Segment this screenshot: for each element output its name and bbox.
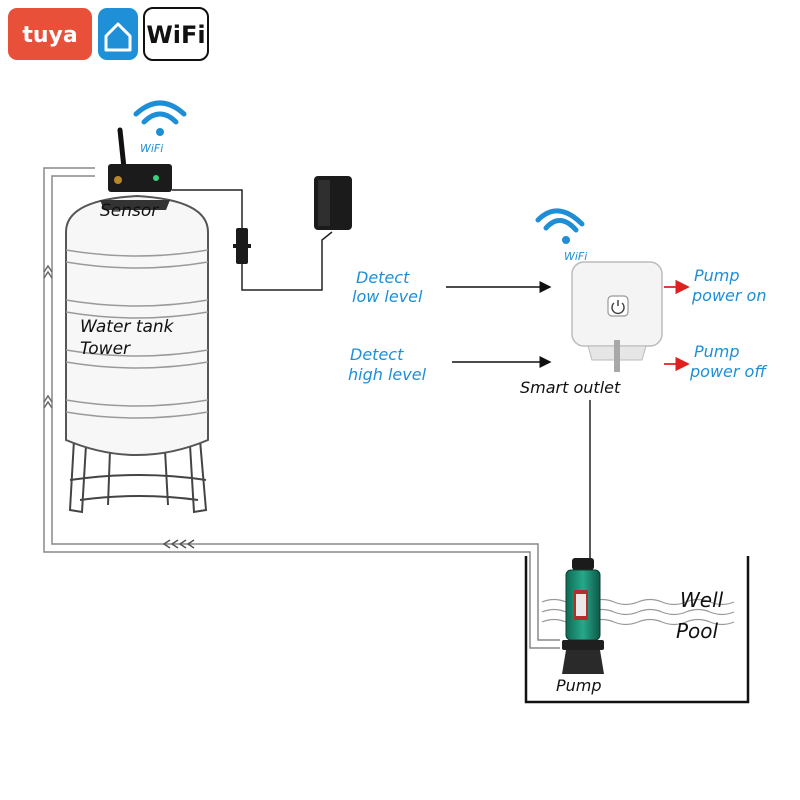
outlet-wifi-caption: WiFi: [564, 250, 587, 263]
detect-high-line1: Detect: [350, 345, 404, 364]
power-off-line1: Pump: [694, 342, 740, 361]
tuya-logo: tuya: [8, 8, 92, 60]
logo-bar: tuya WiFi: [8, 7, 209, 61]
water-tank: Water tank Tower: [65, 194, 209, 514]
water-pipe: [43, 167, 560, 649]
sensor-cable: [172, 189, 333, 291]
tank-label-line1: Water tank: [80, 317, 175, 337]
input-low-level: Detect low level: [352, 268, 552, 306]
wifi-badge-logo: WiFi: [143, 7, 209, 61]
tuya-logo-text: tuya: [22, 23, 77, 48]
detect-low-line2: low level: [352, 287, 423, 306]
sensor-label: Sensor: [100, 201, 159, 221]
power-on-line2: power on: [691, 286, 766, 305]
cable-connector: [233, 228, 251, 264]
smart-life-logo: [98, 8, 138, 60]
input-high-level: Detect high level: [348, 345, 552, 384]
power-icon: [607, 295, 629, 317]
well-label-line1: Well: [680, 588, 724, 612]
tank-label-line2: Tower: [80, 339, 131, 359]
sensor-device: Sensor: [100, 127, 172, 221]
output-power-on: Pump power on: [664, 266, 766, 305]
submersible-pump: Pump: [556, 558, 604, 695]
power-on-line1: Pump: [694, 266, 740, 285]
pump-label: Pump: [556, 676, 602, 695]
sensor-wifi-icon: [133, 100, 187, 136]
detect-high-line2: high level: [348, 365, 427, 384]
power-adapter: [314, 176, 352, 230]
pipe-flow-arrows: [43, 264, 195, 549]
smart-outlet: Smart outlet: [520, 261, 663, 397]
detect-low-line1: Detect: [356, 268, 410, 287]
tank-stand: [68, 439, 208, 514]
sensor-wifi-caption: WiFi: [140, 142, 163, 155]
outlet-wifi-icon: [535, 208, 585, 244]
wifi-badge-text: WiFi: [146, 21, 205, 49]
well-label-line2: Pool: [676, 619, 719, 643]
smart-outlet-label: Smart outlet: [520, 378, 621, 397]
house-icon: [104, 22, 132, 52]
power-off-line2: power off: [689, 362, 768, 381]
well-pool: Well Pool: [524, 556, 750, 704]
output-power-off: Pump power off: [664, 342, 768, 381]
